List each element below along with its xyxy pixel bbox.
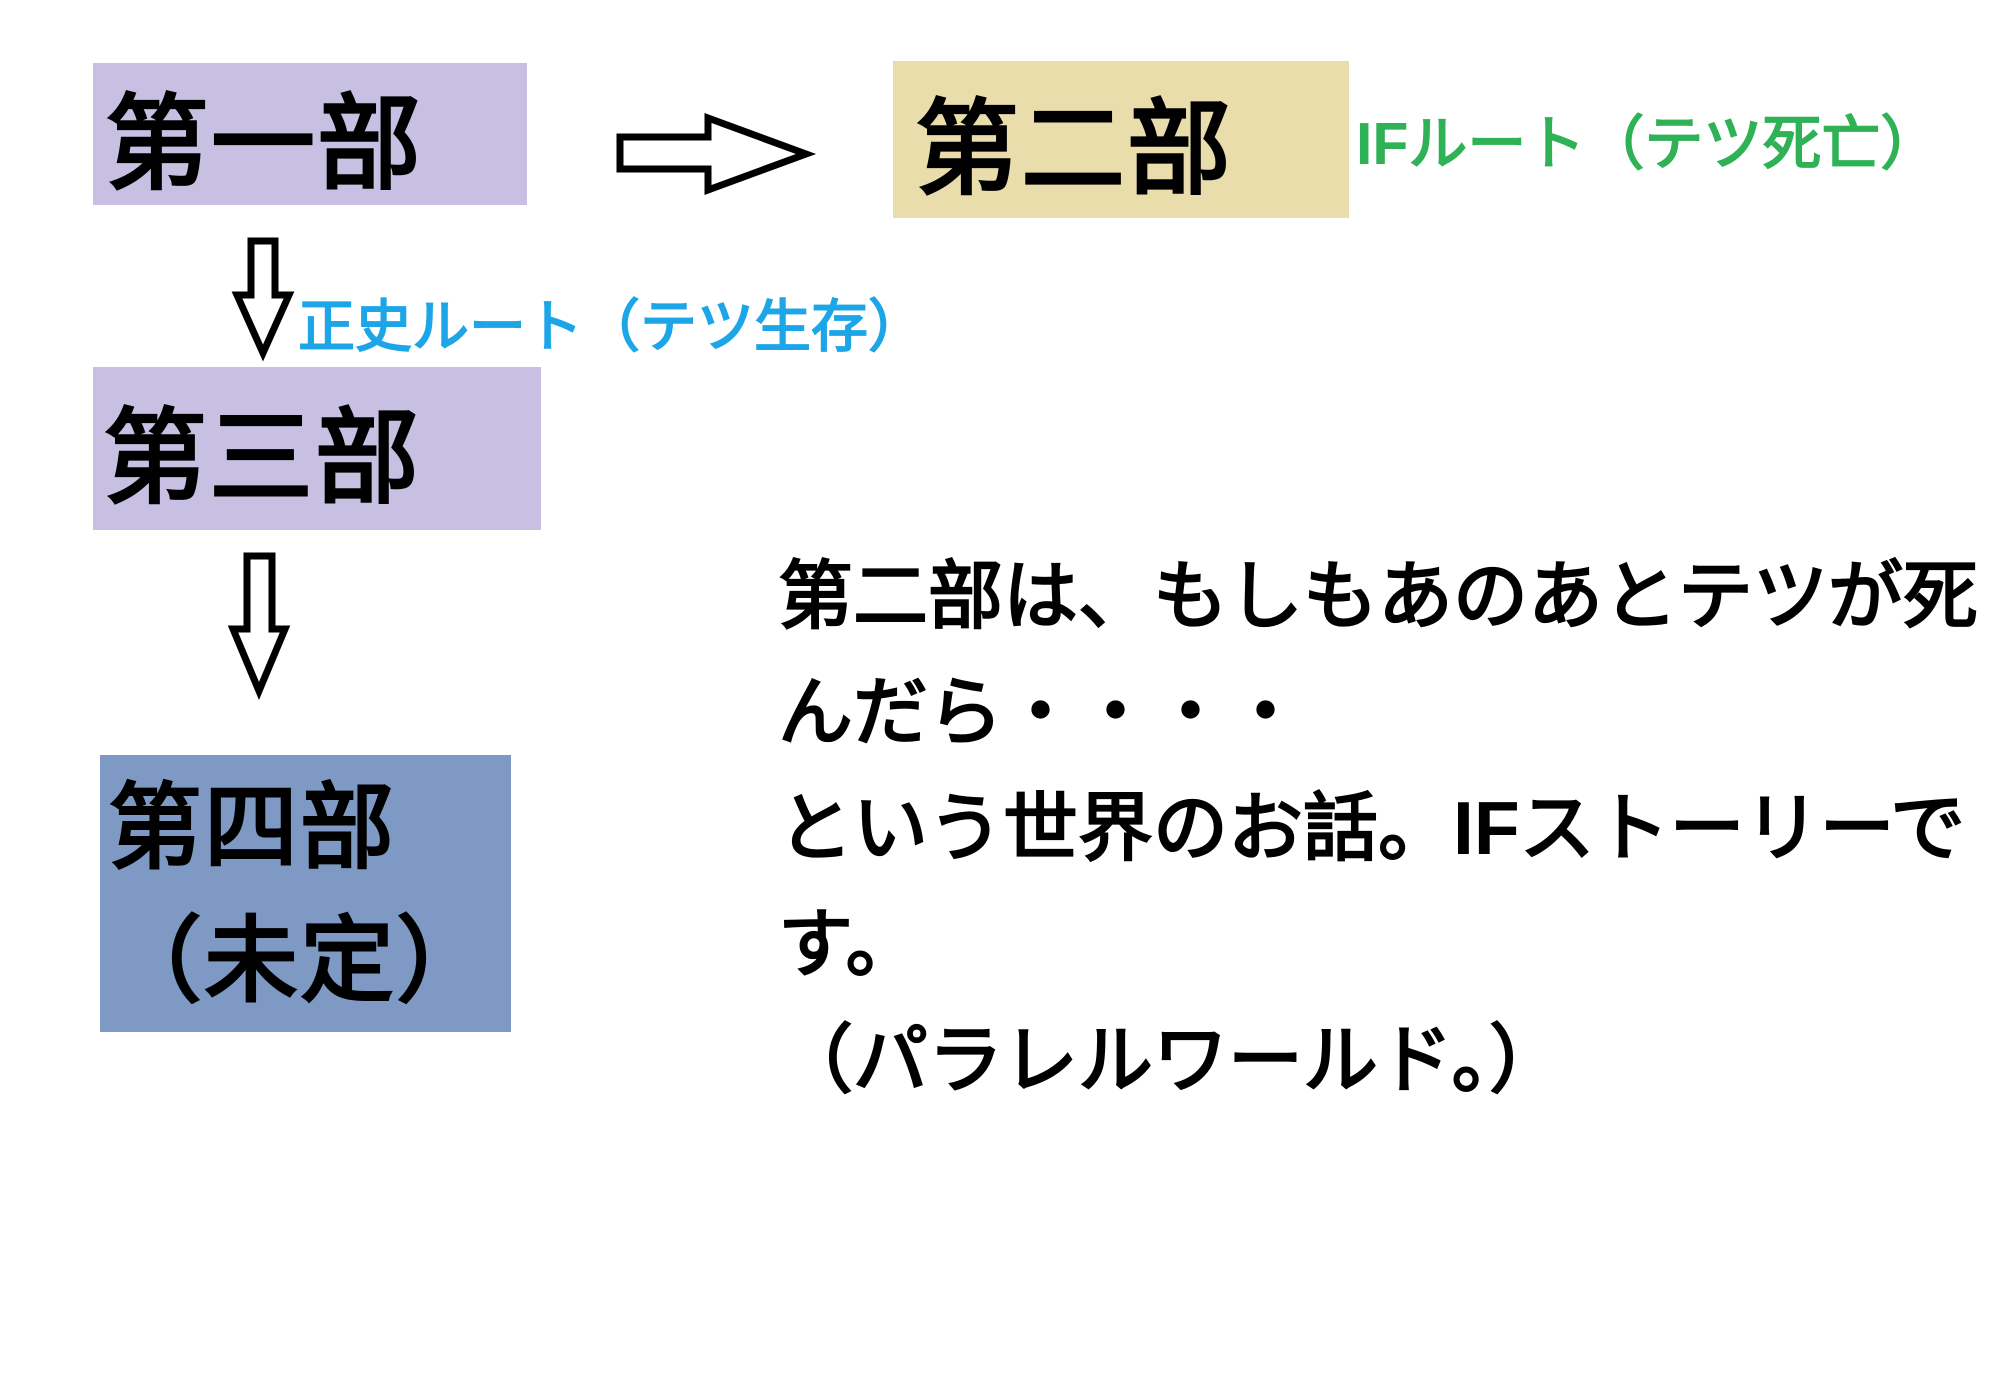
if-route-label: IFルート（テツ死亡） <box>1356 111 1940 177</box>
part1-box: 第一部 <box>93 63 527 205</box>
part3-box: 第三部 <box>93 367 541 530</box>
if-story-note: 第二部は、もしもあのあとテツが死 んだら・・・・ という世界のお話。IFストーリ… <box>778 538 1993 1118</box>
part2-label: 第二部 <box>915 92 1234 208</box>
right-arrow-icon <box>616 112 817 196</box>
note-line: んだら・・・・ <box>778 670 1304 754</box>
down-arrow-2-icon <box>227 552 291 701</box>
note-line: 第二部は、もしもあのあとテツが死 <box>778 554 1979 638</box>
part2-box: 第二部 <box>893 61 1349 218</box>
part3-label: 第三部 <box>103 401 422 517</box>
down-arrow-1-icon <box>231 237 295 362</box>
note-line: という世界のお話。IFストーリーで <box>778 786 1966 870</box>
part4-label-line1: 第四部 <box>108 774 397 880</box>
part4-label-line2: （未定） <box>108 907 493 1013</box>
part4-box: 第四部 （未定） <box>100 755 511 1032</box>
main-route-label: 正史ルート（テツ生存） <box>298 295 925 359</box>
note-line: す。 <box>778 902 921 986</box>
part1-label: 第一部 <box>105 86 424 203</box>
note-line: （パラレルワールド。） <box>778 1018 1565 1102</box>
